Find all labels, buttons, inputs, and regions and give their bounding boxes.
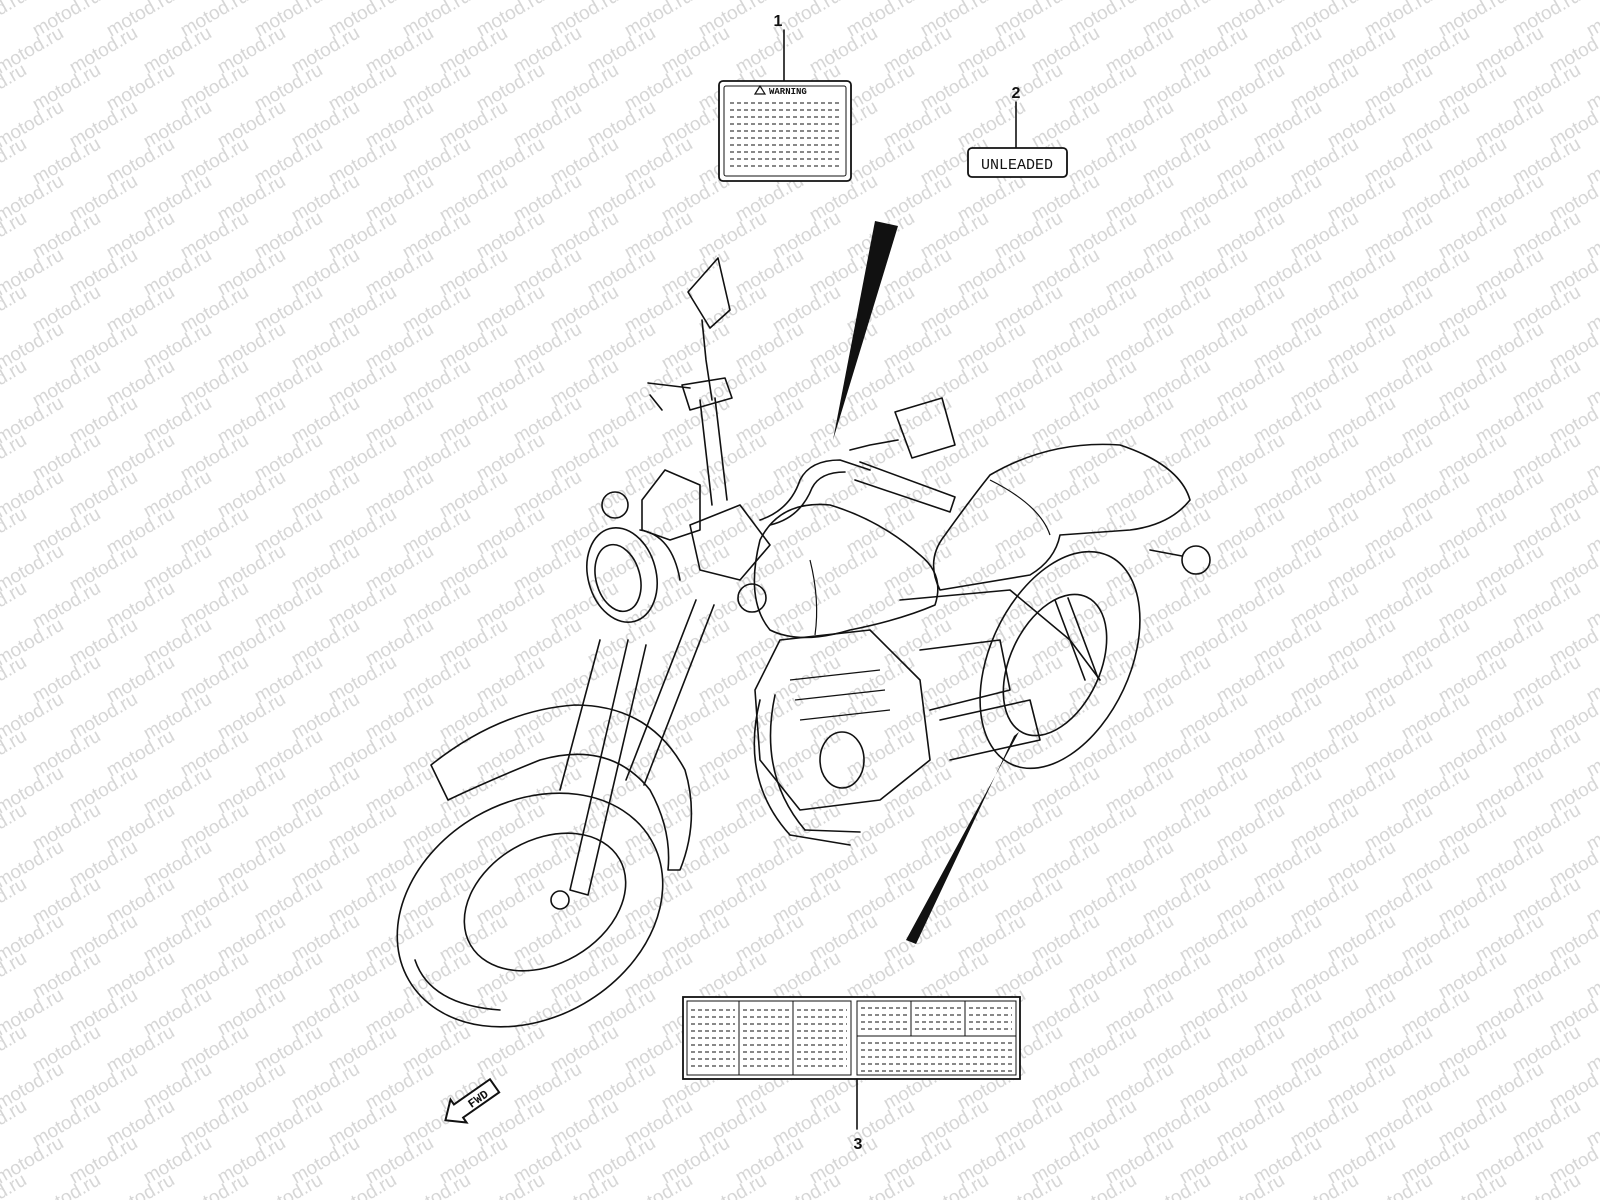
watermark-text: motod.ru [0, 652, 30, 708]
watermark-text: motod.ru [991, 1170, 1066, 1200]
watermark-text: motod.ru [0, 430, 30, 486]
unleaded-label-text: UNLEADED [981, 157, 1053, 174]
exhaust [753, 694, 861, 846]
watermark-text: motod.ru [547, 1170, 622, 1200]
watermark-text: motod.ru [325, 1170, 400, 1200]
spec-label[interactable] [682, 996, 1021, 1080]
watermark-text: motod.ru [1509, 1170, 1584, 1200]
watermark-text: motod.ru [0, 578, 30, 634]
watermark-text: motod.ru [1139, 1170, 1214, 1200]
watermark-text: motod.ru [1583, 1170, 1600, 1200]
watermark-text: motod.ru [103, 1170, 178, 1200]
warning-label[interactable]: WARNING [718, 80, 852, 182]
motorcycle-illustration [396, 257, 1211, 1028]
fuel-tank [753, 503, 939, 639]
mirror-right [849, 397, 956, 459]
watermark-text: motod.ru [0, 948, 30, 1004]
front-turn-signal-right [737, 583, 767, 613]
watermark-text: motod.ru [29, 1170, 104, 1200]
watermark-text: motod.ru [0, 60, 30, 116]
watermark-text: motod.ru [0, 504, 30, 560]
watermark-text: motod.ru [0, 134, 30, 190]
warning-triangle-icon [753, 84, 767, 95]
watermark-text: motod.ru [399, 1170, 474, 1200]
watermark-text: motod.ru [0, 726, 30, 782]
handlebar [647, 377, 956, 526]
watermark-text: motod.ru [0, 874, 30, 930]
callout-3[interactable]: 3 [682, 996, 1021, 1153]
seat [932, 443, 1191, 591]
watermark-text: motod.ru [0, 800, 30, 856]
front-turn-signal-left [601, 491, 629, 519]
watermark-text: motod.ru [0, 1022, 30, 1078]
watermark-text: motod.ru [0, 1096, 30, 1152]
mirror-left [687, 257, 731, 401]
warning-label-text-lines [730, 102, 840, 167]
watermark-text: motod.ru [621, 1170, 696, 1200]
spec-label-text-lines [691, 1007, 1012, 1072]
warning-label-pointer [833, 221, 898, 440]
front-wheel [396, 792, 664, 1028]
watermark-text: motod.ru [769, 1170, 844, 1200]
forward-arrow-icon [444, 1077, 501, 1124]
watermark-text: motod.ru [695, 1170, 770, 1200]
rear-shock [1054, 599, 1086, 681]
watermark-text: motod.ru [1213, 1170, 1288, 1200]
unleaded-label[interactable]: UNLEADED [967, 147, 1068, 178]
front-fender [430, 704, 693, 871]
watermark-text: motod.ru [1361, 1170, 1436, 1200]
watermark-text: motod.ru [843, 1170, 918, 1200]
callout-3-number: 3 [854, 1136, 863, 1153]
front-fork [550, 599, 715, 910]
watermark-text: motod.ru [473, 1170, 548, 1200]
callout-1[interactable]: 1 WARNING [718, 13, 852, 182]
watermark-text: motod.ru [917, 1170, 992, 1200]
watermark-text: motod.ru [1287, 1170, 1362, 1200]
frame [899, 589, 1101, 681]
warning-label-text: WARNING [769, 87, 807, 97]
spec-label-pointer [906, 732, 1019, 944]
callout-1-number: 1 [774, 13, 783, 30]
watermark-text: motod.ru [1065, 1170, 1140, 1200]
rear-turn-signal [1181, 545, 1211, 575]
watermark-text: motod.ru [0, 282, 30, 338]
watermark-text: motod.ru [1435, 1170, 1510, 1200]
watermark-text: motod.ru [177, 1170, 252, 1200]
callout-2-number: 2 [1012, 85, 1021, 102]
watermark-text: motod.ru [0, 356, 30, 412]
watermark-text: motod.ru [251, 1170, 326, 1200]
callout-2[interactable]: 2 UNLEADED [967, 85, 1068, 178]
instrument-cluster [641, 469, 701, 541]
rear-wheel [979, 550, 1141, 770]
watermark-text: motod.ru [0, 208, 30, 264]
watermark-text: motod.ru [0, 0, 30, 41]
